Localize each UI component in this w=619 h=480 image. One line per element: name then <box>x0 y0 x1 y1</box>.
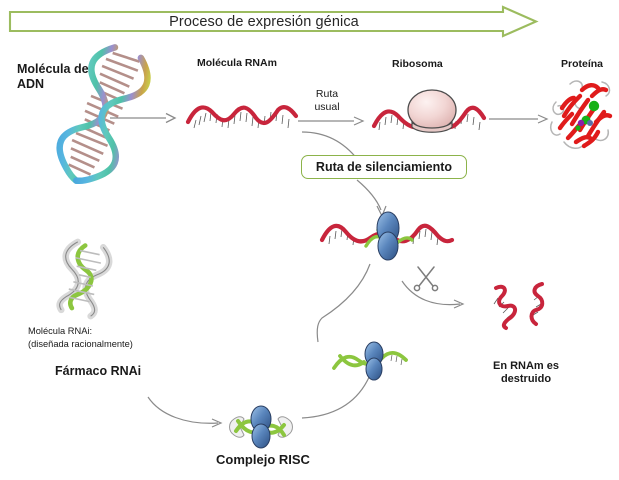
mrna-strand-icon <box>182 100 304 134</box>
process-banner-label: Proceso de expresión génica <box>169 13 359 30</box>
ribosome-label: Ribosoma <box>392 58 443 70</box>
process-banner: Proceso de expresión génica <box>8 5 539 38</box>
mrna-label: Molécula RNAm <box>197 57 277 69</box>
arrow-risc-bound-recycle <box>312 262 382 346</box>
arrow-dna-to-mrna <box>108 108 178 128</box>
rnai-duplex-icon <box>52 238 116 320</box>
scissors-icon <box>412 263 440 292</box>
mrna-fragments-icon <box>486 280 562 336</box>
arrow-mrna-to-ribosome <box>296 112 366 130</box>
rnai-drug-label: Fármaco RNAi <box>55 364 142 378</box>
arrow-risc-bound-to-fragments <box>400 279 480 313</box>
protein-ribbon-icon <box>548 76 619 156</box>
mrna-destroyed-label: En RNAm es destruido <box>492 360 560 386</box>
risc-complex-icon <box>226 405 296 449</box>
dna-label: Molécula de ADN <box>17 62 89 92</box>
rnai-note: Molécula RNAi: (diseñada racionalmente) <box>28 326 133 350</box>
silencing-route-label: Ruta de silenciamiento <box>315 160 453 174</box>
arrow-ribosome-to-protein <box>487 110 549 128</box>
dna-double-helix-icon <box>56 40 151 195</box>
risc-complex-label: Complejo RISC <box>216 452 310 467</box>
arrow-rnai-to-risc <box>146 395 236 431</box>
banner-arrow-icon <box>8 5 539 38</box>
protein-label: Proteína <box>561 58 604 70</box>
risc-bound-mrna-icon <box>318 211 458 262</box>
ribosome-icon <box>370 86 498 138</box>
silencing-route-box[interactable]: Ruta de silenciamiento <box>301 155 467 179</box>
risc-bound-mrna-secondary-icon <box>330 340 416 384</box>
usual-route-label: Ruta usual <box>314 88 340 113</box>
